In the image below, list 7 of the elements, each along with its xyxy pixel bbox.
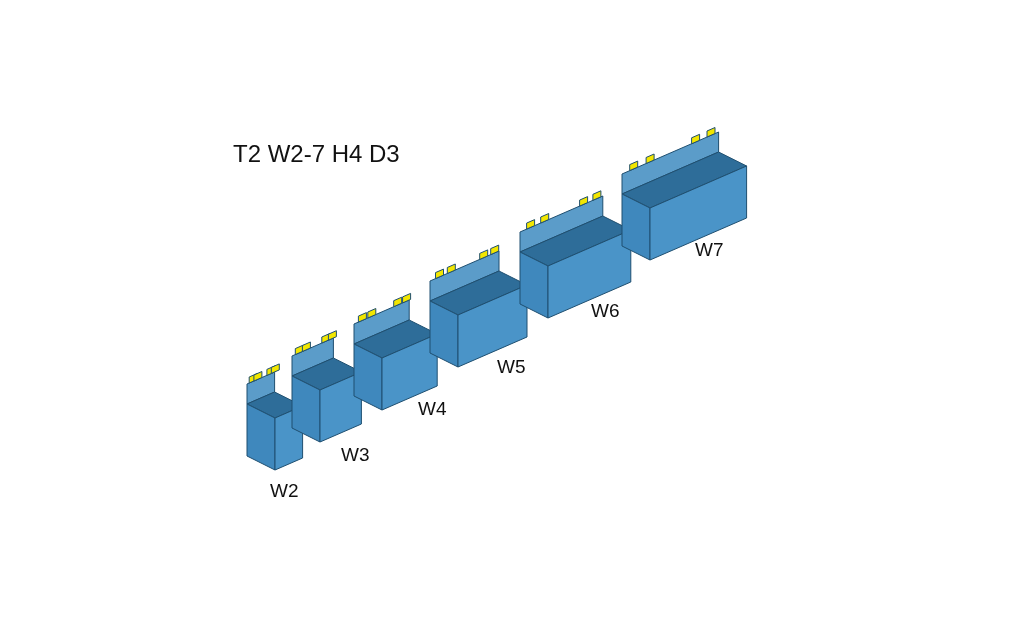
size-label: W4: [418, 398, 447, 420]
size-label: W3: [341, 444, 370, 466]
size-label: W2: [270, 480, 299, 502]
size-label: W6: [591, 300, 620, 322]
size-label: W7: [695, 239, 724, 261]
title: T2 W2-7 H4 D3: [233, 140, 400, 168]
size-label: W5: [497, 356, 526, 378]
